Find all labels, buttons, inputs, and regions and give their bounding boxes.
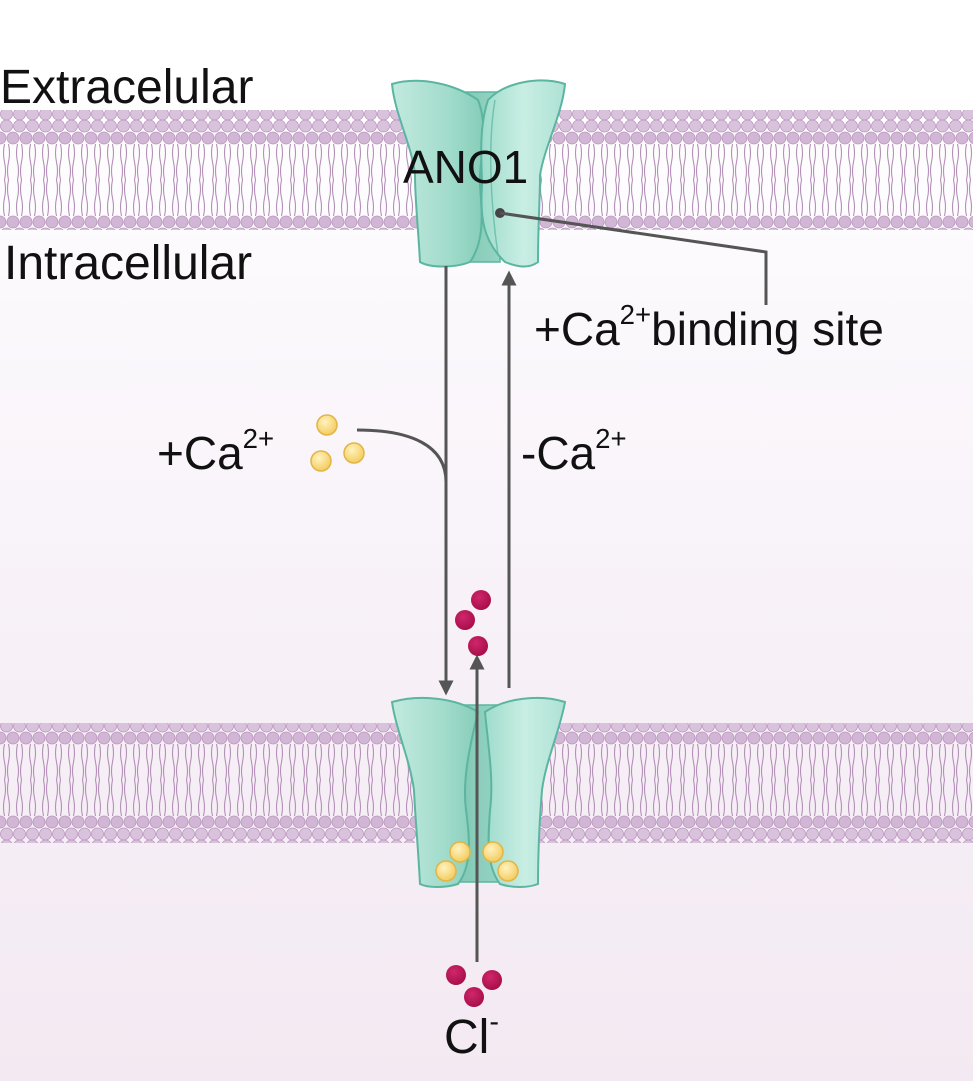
channel-closed (390, 79, 567, 268)
chloride-ions-lower (446, 965, 502, 1007)
add-calcium-label: +Ca2+ (157, 423, 275, 479)
calcium-ions-bound (435, 841, 519, 882)
binding-site-leader-line (499, 211, 768, 305)
extracellular-label: Extracelular (0, 61, 254, 114)
channel-name-label: ANO1 (403, 141, 529, 193)
binding-site-label: +Ca2+binding site (534, 299, 884, 355)
intracellular-label: Intracellular (4, 237, 253, 290)
calcium-feed-curve (356, 428, 448, 483)
chloride-label: Cl- (444, 1006, 499, 1064)
chloride-ions-upper (455, 590, 491, 656)
calcium-ions-free (310, 414, 365, 472)
remove-calcium-label: -Ca2+ (521, 423, 627, 479)
